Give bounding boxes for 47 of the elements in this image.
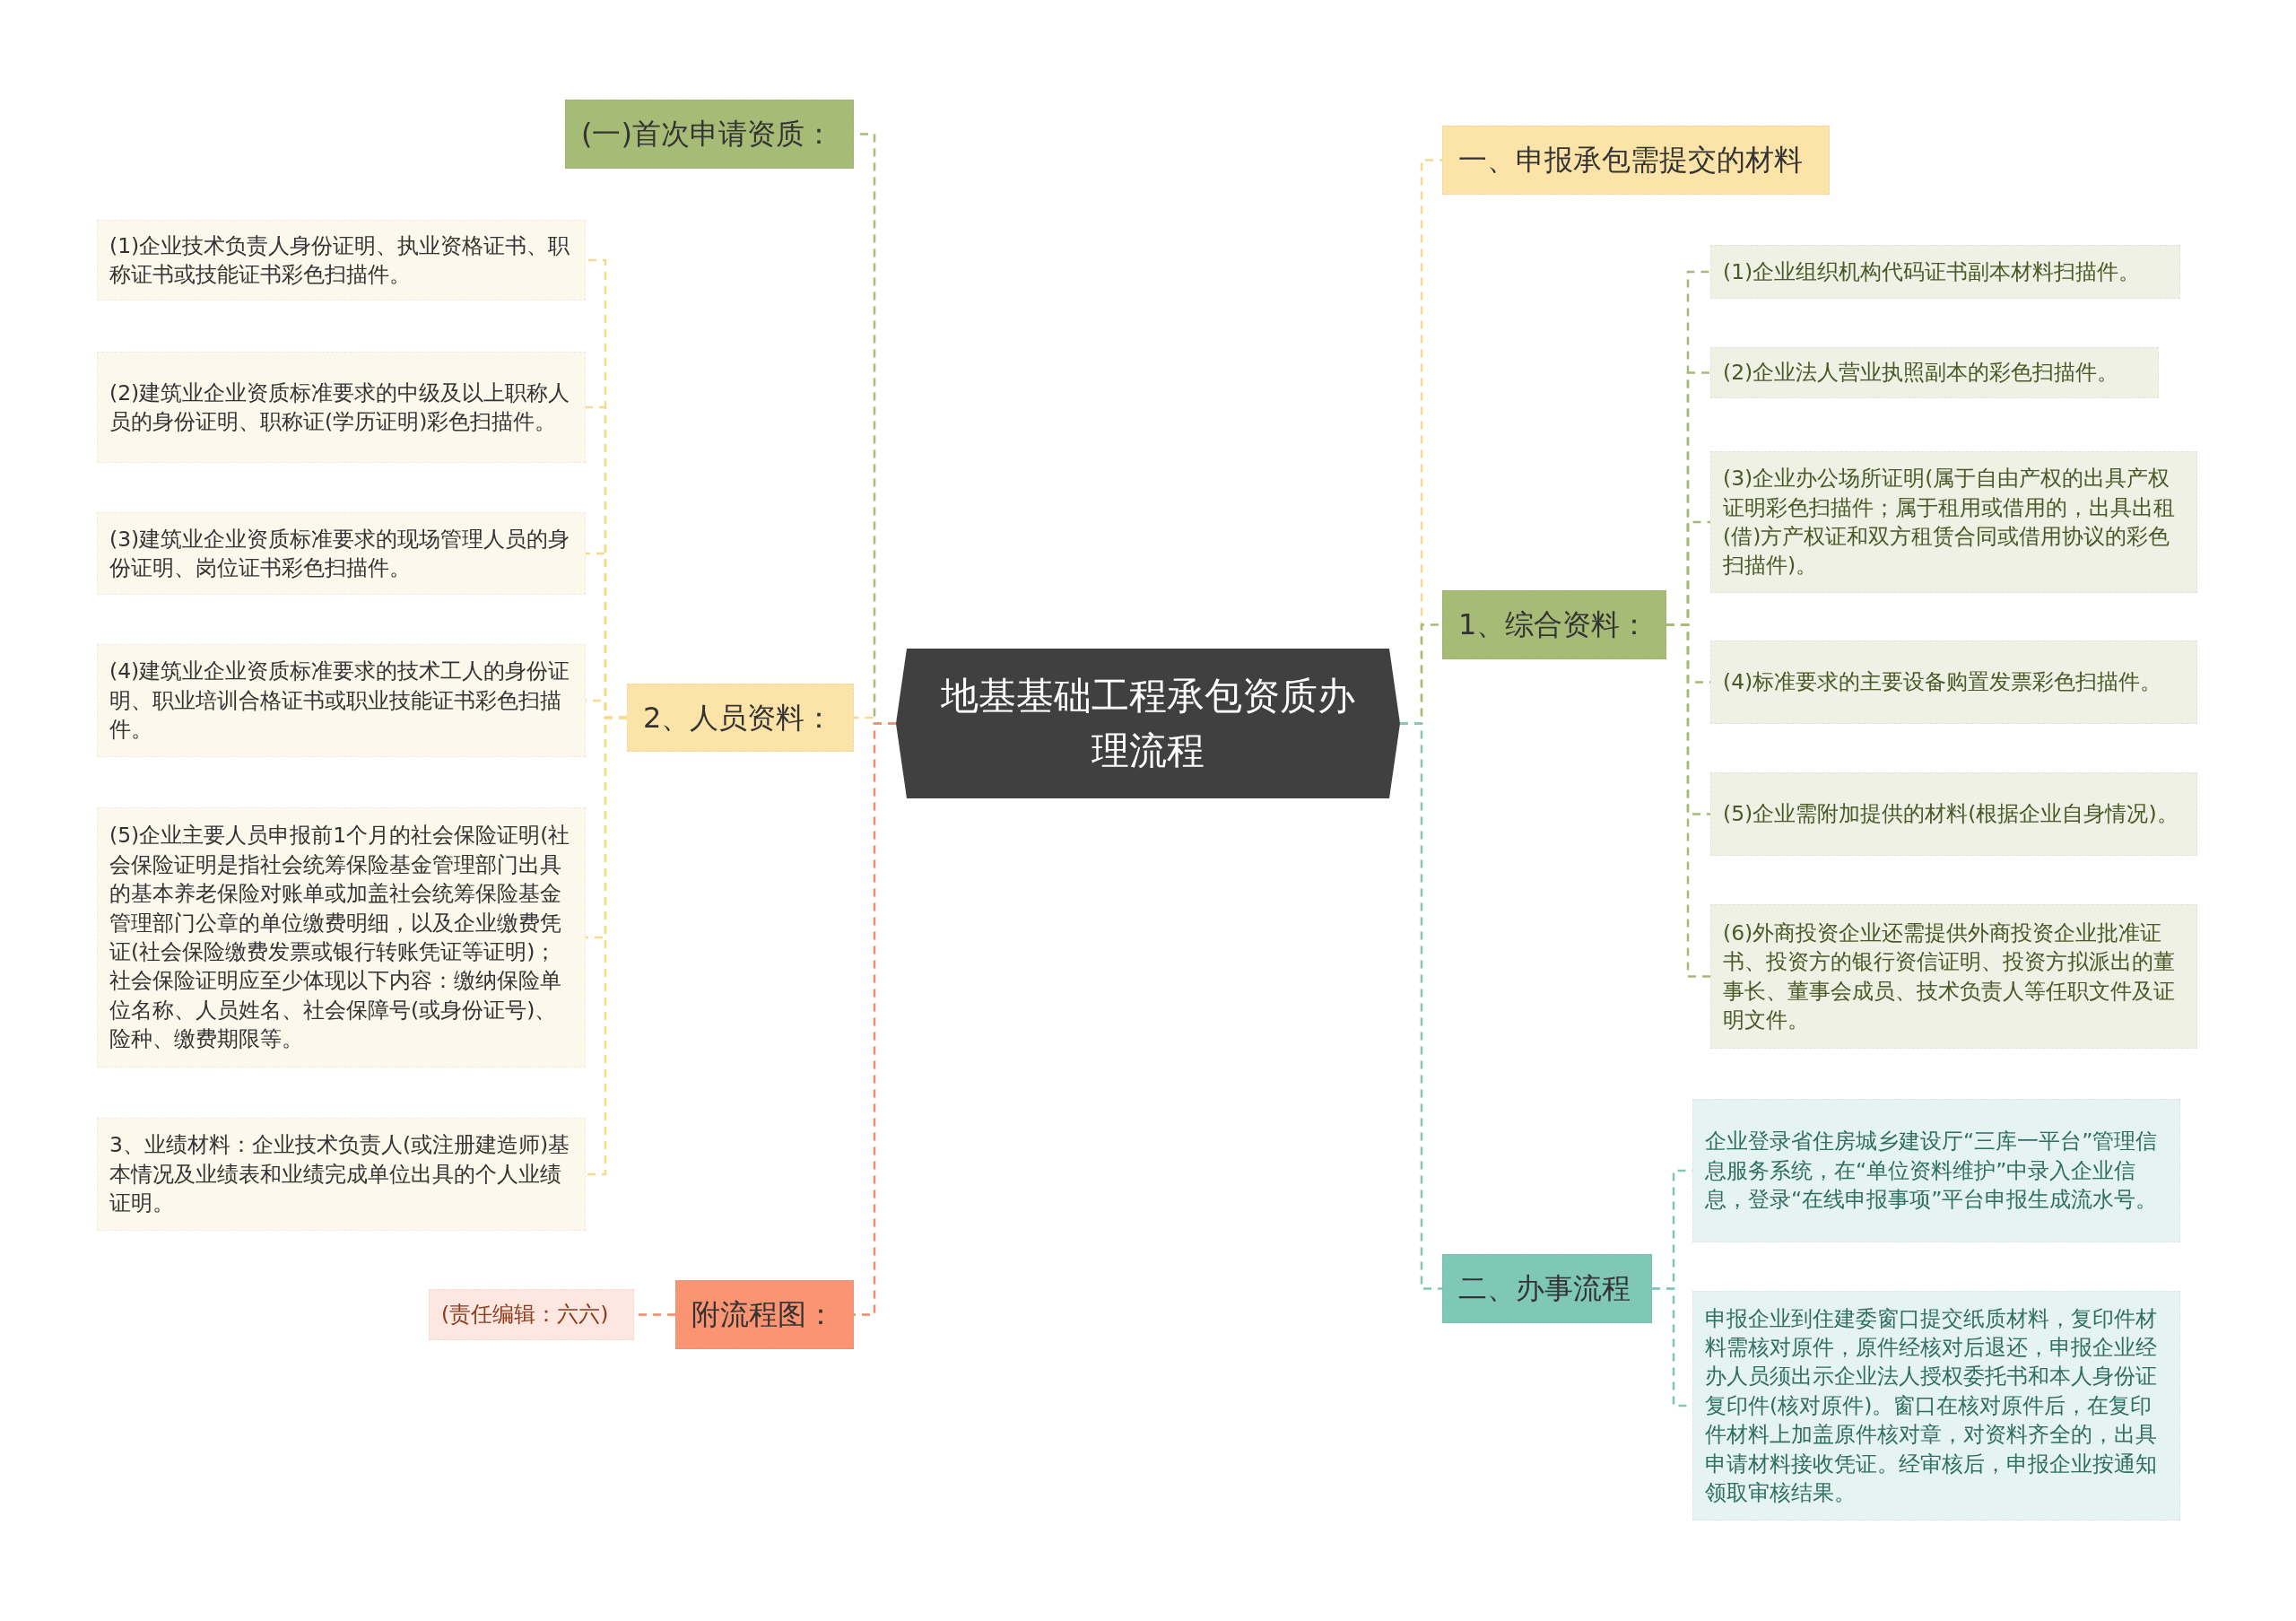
- detail-text: (责任编辑：六六): [441, 1301, 609, 1329]
- detail-card: [1710, 245, 2180, 299]
- branch-topic: [1442, 1254, 1652, 1323]
- detail-text: 企业登录省住房城乡建设厅“三库一平台”管理信息服务系统，在“单位资料维护”中录入企业信息，登录“在线申报事项”平台申报生成流水号。: [1705, 1128, 2159, 1215]
- detail-card: [97, 220, 586, 301]
- detail-text: (4)标准要求的主要设备购置发票彩色扫描件。: [1723, 668, 2162, 697]
- detail-card: [1710, 904, 2197, 1049]
- topic-label: 1、综合资料：: [1458, 606, 1649, 644]
- detail-card: [97, 352, 586, 463]
- detail-card: [1710, 347, 2159, 398]
- detail-text: (4)建筑业企业资质标准要求的技术工人的身份证明、职业培训合格证书或职业技能证书彩色扫描件。: [109, 658, 571, 745]
- detail-text: (2)企业法人营业执照副本的彩色扫描件。: [1723, 359, 2119, 388]
- detail-card: [1710, 451, 2197, 593]
- detail-card: [97, 644, 586, 757]
- detail-text: (2)建筑业企业资质标准要求的中级及以上职称人员的身份证明、职称证(学历证明)彩色扫描件。: [109, 379, 571, 436]
- detail-text: (6)外商投资企业还需提供外商投资企业批准证书、投资方的银行资信证明、投资方拟派出的董事长、董事会成员、技术负责人等任职文件及证明文件。: [1723, 919, 2176, 1034]
- branch-topic: [1442, 126, 1830, 195]
- detail-card: [1710, 641, 2197, 724]
- detail-card: [1692, 1099, 2180, 1242]
- branch-topic: [1442, 590, 1666, 659]
- detail-card: [97, 807, 586, 1068]
- detail-text: 申报企业到住建委窗口提交纸质材料，复印件材料需核对原件，原件经核对后退还，申报企业经办人员须出示企业法人授权委托书和本人身份证复印件(核对原件)。窗口在核对原件后，在复印件材料上加盖原件核对章，对资料齐全的，出具申请材料接收凭证。经审核后，申报企业按通知领取审核结果。: [1705, 1304, 2158, 1508]
- topic-label: 一、申报承包需提交的材料: [1458, 142, 1803, 179]
- connector-line: [1666, 623, 1710, 978]
- detail-text: (1)企业组织机构代码证书副本材料扫描件。: [1723, 257, 2141, 286]
- connector-line: [1400, 722, 1442, 1290]
- topic-title: 地基基础工程承包资质办理流程: [940, 672, 1356, 774]
- central-topic: [896, 649, 1400, 798]
- detail-card: [429, 1289, 634, 1340]
- detail-text: (3)建筑业企业资质标准要求的现场管理人员的身份证明、岗位证书彩色扫描件。: [109, 525, 571, 582]
- detail-text: (5)企业主要人员申报前1个月的社会保险证明(社会保险证明是指社会统筹保险基金管理部门出具的基本养老保险对账单或加盖社会统筹保险基金管理部门公章的单位缴费明细，以及企业缴费凭证(社会保险缴费发票或银行转账凭证等证明)；社会保险证明应至少体现以下内容：缴纳保险单位名称、人员姓名、社会保障号(或身份证号)、险种、缴费期限等。: [109, 822, 571, 1054]
- topic-label: (一)首次申请资质：: [581, 116, 833, 153]
- topic-label: 附流程图：: [691, 1296, 835, 1334]
- detail-card: [1692, 1291, 2180, 1521]
- detail-card: [1710, 772, 2197, 856]
- detail-text: 3、业绩材料：企业技术负责人(或注册建造师)基本情况及业绩表和业绩完成单位出具的个人业绩证明。: [109, 1131, 571, 1218]
- branch-topic: [675, 1280, 854, 1349]
- topic-label: 二、办事流程: [1458, 1270, 1631, 1308]
- detail-text: (3)企业办公场所证明(属于自由产权的出具产权证明彩色扫描件；属于租用或借用的，出具出租(借)方产权证和双方租赁合同或借用协议的彩色扫描件)。: [1723, 465, 2176, 580]
- detail-card: [97, 512, 586, 595]
- detail-text: (5)企业需附加提供的材料(根据企业自身情况)。: [1723, 800, 2179, 829]
- detail-card: [97, 1118, 586, 1231]
- detail-text: (1)企业技术负责人身份证明、执业资格证书、职称证书或技能证书彩色扫描件。: [109, 231, 571, 289]
- branch-topic: [627, 684, 854, 752]
- connector-line: [586, 716, 627, 1176]
- topic-label: 2、人员资料：: [643, 699, 834, 736]
- branch-topic: [565, 100, 854, 169]
